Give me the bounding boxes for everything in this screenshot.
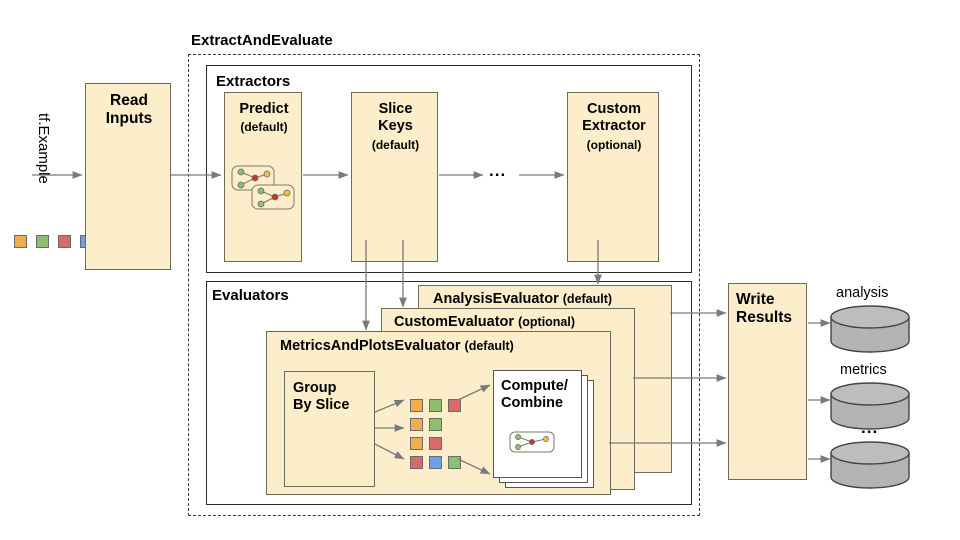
input-label: tf.Example — [35, 113, 52, 184]
slice-swatch-matrix — [410, 399, 472, 469]
write-results-box[interactable]: Write Results — [728, 283, 807, 480]
output-label-metrics: metrics — [840, 362, 887, 378]
extractors-group — [206, 65, 692, 273]
analysis-evaluator-name: AnalysisEvaluator — [433, 291, 559, 307]
compute-combine-label: Compute/ Combine — [501, 378, 568, 411]
input-swatch — [58, 235, 71, 248]
model-graph-icon — [509, 431, 555, 458]
analysis-evaluator-title: AnalysisEvaluator (default) — [433, 291, 612, 307]
read-inputs-label: Read Inputs — [105, 92, 153, 127]
custom-evaluator-title: CustomEvaluator (optional) — [394, 314, 575, 330]
input-swatch — [36, 235, 49, 248]
predict-qualifier: (default) — [240, 120, 288, 134]
metrics-and-plots-evaluator-title: MetricsAndPlotsEvaluator (default) — [280, 338, 514, 354]
write-results-label: Write Results — [736, 291, 792, 326]
custom-extractor-qualifier: (optional) — [586, 138, 642, 152]
slice-swatch — [429, 418, 442, 431]
slice-swatch — [429, 456, 442, 469]
slice-keys-qualifier: (default) — [371, 138, 420, 152]
output-label-ellipsis: ... — [861, 418, 879, 437]
metrics-and-plots-evaluator-qualifier: (default) — [464, 339, 514, 353]
extractor-node-custom-extractor[interactable]: Custom Extractor (optional) — [567, 92, 659, 262]
slice-swatch — [448, 399, 461, 412]
extractor-node-predict[interactable]: Predict (default) — [224, 92, 302, 262]
group-by-slice-box[interactable]: Group By Slice — [284, 371, 375, 487]
custom-evaluator-qualifier: (optional) — [518, 315, 576, 329]
slice-swatch — [410, 418, 423, 431]
evaluators-title: Evaluators — [212, 287, 289, 304]
evaluator-card-metrics-and-plots[interactable]: MetricsAndPlotsEvaluator (default) Group… — [266, 331, 611, 495]
read-inputs-box[interactable]: Read Inputs — [85, 83, 171, 270]
slice-swatch — [410, 456, 423, 469]
slice-swatch — [410, 437, 423, 450]
custom-evaluator-name: CustomEvaluator — [394, 314, 515, 330]
slice-keys-label: Slice Keys — [378, 101, 413, 134]
extractors-title: Extractors — [216, 73, 291, 90]
extract-and-evaluate-group — [188, 54, 700, 516]
output-label-analysis: analysis — [836, 285, 889, 301]
metrics-and-plots-evaluator-name: MetricsAndPlotsEvaluator — [280, 338, 461, 354]
slice-swatch — [448, 456, 461, 469]
custom-extractor-label: Custom Extractor — [582, 101, 646, 134]
slice-swatch — [410, 399, 423, 412]
predict-label: Predict — [239, 101, 289, 117]
slice-swatch — [429, 437, 442, 450]
database-cylinder-icon[interactable] — [829, 382, 911, 435]
input-swatch-row — [14, 235, 94, 251]
database-cylinder-icon[interactable] — [829, 441, 911, 494]
extract-and-evaluate-title: ExtractAndEvaluate — [191, 32, 333, 49]
extractor-node-slice-keys[interactable]: Slice Keys (default) — [351, 92, 438, 262]
model-graph-icon — [231, 165, 297, 220]
database-cylinder-icon[interactable] — [829, 305, 911, 358]
compute-combine-box[interactable]: Compute/ Combine — [493, 370, 582, 478]
evaluators-group — [206, 281, 692, 505]
analysis-evaluator-qualifier: (default) — [562, 292, 613, 306]
input-swatch — [14, 235, 27, 248]
slice-swatch — [429, 399, 442, 412]
extractors-ellipsis: ... — [489, 161, 507, 180]
group-by-slice-label: Group By Slice — [293, 380, 350, 413]
